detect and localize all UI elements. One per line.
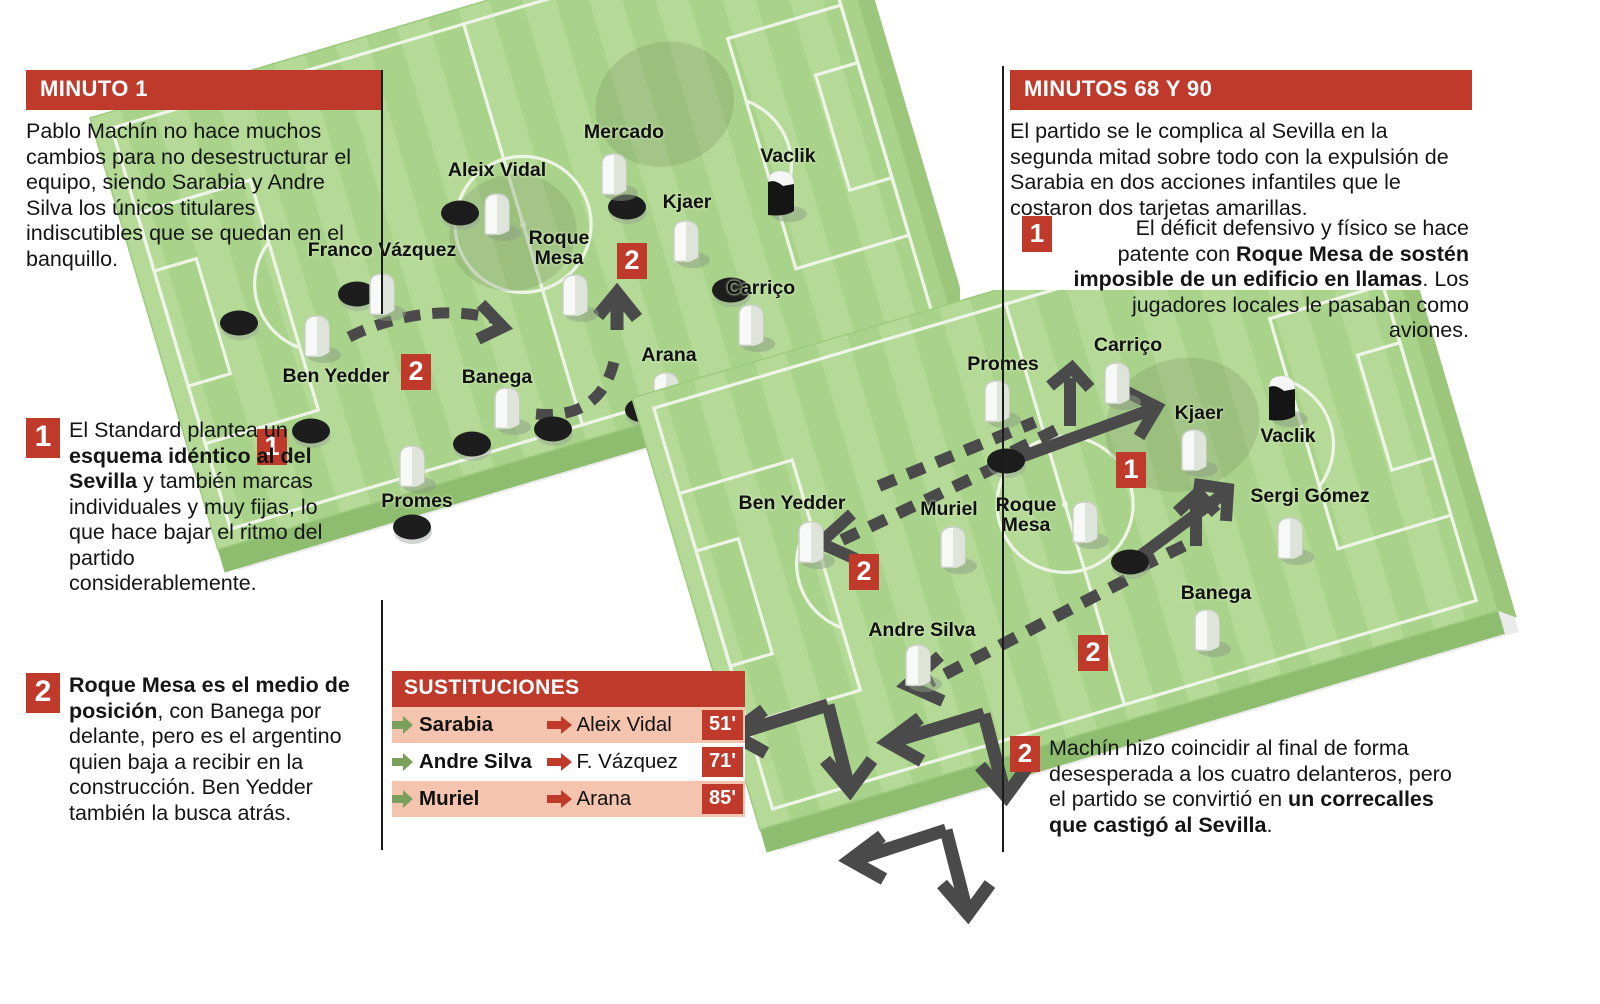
pitch-2-graphic — [631, 290, 1519, 925]
left-note-1-text: El Standard plantea un esquema idéntico … — [69, 418, 323, 596]
pitch2-marker-2a: 2 — [849, 554, 879, 590]
substitution-row[interactable]: Muriel Arana 85' — [392, 781, 745, 818]
right-panel-header: MINUTOS 68 Y 90 — [1010, 70, 1472, 110]
left-note-1: 1 El Standard plantea un esquema idéntic… — [26, 418, 326, 597]
arrow-out-red-icon — [545, 744, 575, 780]
left-panel-header: MINUTO 1 — [26, 70, 381, 110]
left-note-2-text: Roque Mesa es el medio de posición, con … — [69, 673, 350, 825]
arrow-in-green-icon — [392, 744, 414, 780]
substitutions-header: SUSTITUCIONES — [392, 671, 745, 707]
pass-arrow-ben-yedder-to-banega — [346, 299, 514, 345]
left-panel-intro: Pablo Machín no hace muchos cambios para… — [26, 119, 352, 271]
left-note-2: 2 Roque Mesa es el medio de posición, co… — [26, 673, 366, 826]
substitution-row[interactable]: Sarabia Aleix Vidal 51' — [392, 707, 745, 744]
substitution-player-in: Sarabia — [419, 713, 494, 736]
pitch2-movement-arrows — [809, 359, 1235, 707]
right-note-2-number: 2 — [1010, 736, 1040, 772]
substitution-row[interactable]: Andre Silva F. Vázquez 71' — [392, 744, 745, 781]
right-panel-intro: El partido se le complica al Sevilla en … — [1010, 119, 1449, 220]
substitution-player-out: Aleix Vidal — [576, 713, 672, 736]
left-panel: MINUTO 1 Pablo Machín no hace muchos cam… — [26, 70, 381, 272]
right-note-1: 1 El déficit defensivo y físico se hace … — [1022, 216, 1472, 344]
right-panel-divider — [1002, 66, 1004, 852]
right-note-1-number: 1 — [1022, 216, 1052, 252]
pitch2-marker-2b: 2 — [1078, 635, 1108, 671]
right-note-2: 2 Machín hizo coincidir al final de form… — [1010, 736, 1480, 838]
pitch1-marker-1: 1 — [257, 429, 287, 465]
opponent-markers — [220, 194, 751, 544]
substitution-player-out: Arana — [576, 787, 632, 810]
pitch-minutes-68-90: Carriço Promes Kjaer Vaclik Ben Yedder M… — [580, 290, 1600, 940]
right-note-1-text: El déficit defensivo y físico se hace pa… — [1073, 216, 1470, 343]
pitch1-marker-2b: 2 — [617, 243, 647, 279]
substitution-minute: 85' — [702, 784, 744, 814]
substitution-minute: 51' — [702, 710, 744, 740]
arrow-out-red-icon — [545, 781, 575, 817]
right-panel: MINUTOS 68 Y 90 El partido se le complic… — [1010, 70, 1472, 221]
left-note-2-number: 2 — [26, 673, 60, 713]
substitution-minute: 71' — [702, 747, 744, 777]
right-note-2-text: Machín hizo coincidir al final de forma … — [1049, 736, 1452, 837]
pitch2-marker-1: 1 — [1116, 452, 1146, 488]
goalkeeper-token-vaclik-2 — [1269, 376, 1308, 427]
arrow-in-green-icon — [392, 707, 414, 743]
left-note-1-number: 1 — [26, 418, 60, 458]
goalkeeper-token-vaclik — [768, 171, 807, 222]
pitch2-forward-arrows — [720, 698, 1034, 925]
subs-divider — [381, 600, 383, 850]
substitutions-table: SUSTITUCIONES Sarabia Aleix Vidal 51' An… — [392, 671, 745, 818]
pass-arrow-banega-to-roque — [535, 282, 643, 421]
substitution-player-out: F. Vázquez — [576, 750, 678, 773]
left-panel-divider — [381, 70, 383, 314]
pitch2-ball-nodes — [987, 448, 1150, 579]
pitch1-marker-2a: 2 — [401, 354, 431, 390]
arrow-in-green-icon — [392, 781, 414, 817]
substitution-player-in: Muriel — [419, 787, 480, 810]
arrow-out-red-icon — [545, 707, 575, 743]
substitution-player-in: Andre Silva — [419, 750, 532, 773]
